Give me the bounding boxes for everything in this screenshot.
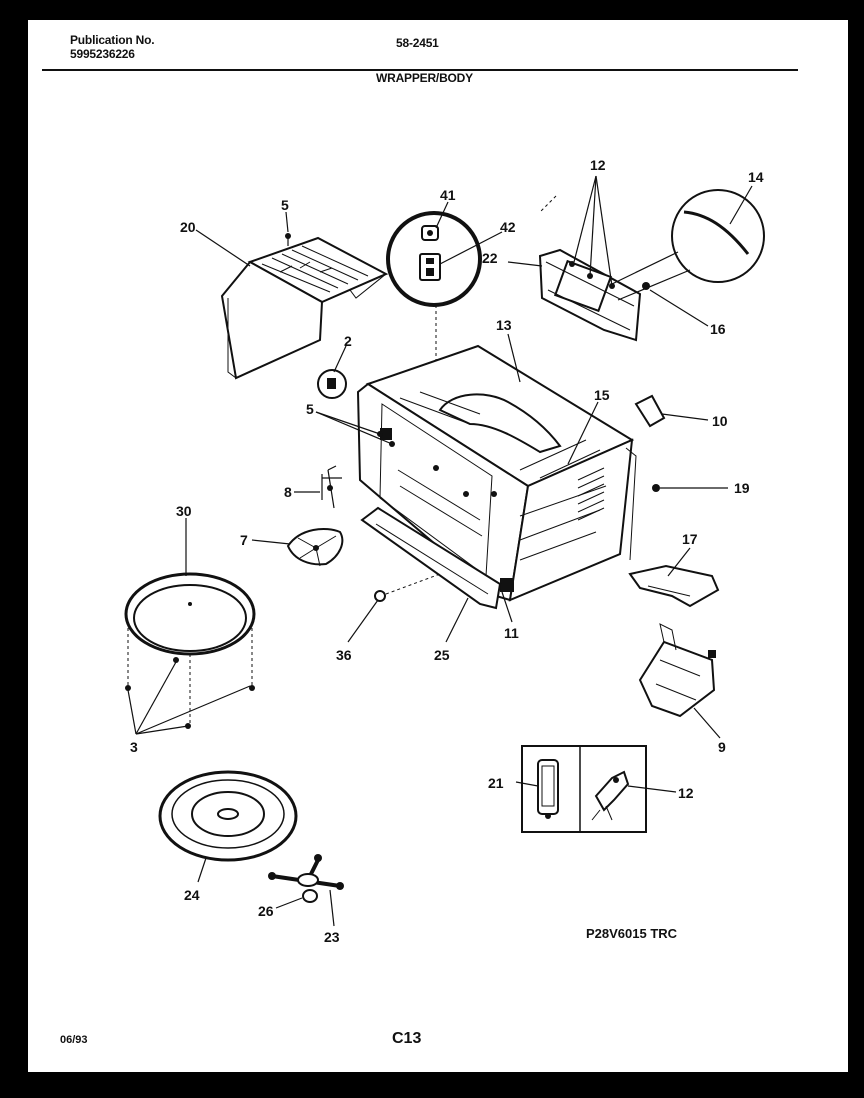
label-19: 19 bbox=[734, 480, 750, 496]
turntable-tray bbox=[158, 770, 298, 862]
label-23: 23 bbox=[324, 929, 340, 945]
label-2: 2 bbox=[344, 333, 352, 349]
publication-label: Publication No. bbox=[70, 33, 155, 47]
label-24: 24 bbox=[184, 887, 200, 903]
label-21: 21 bbox=[488, 775, 504, 791]
detail-circle-2 bbox=[317, 369, 347, 399]
label-14: 14 bbox=[748, 169, 764, 185]
label-5-front: 5 bbox=[306, 401, 314, 417]
duct-9 bbox=[638, 623, 716, 718]
label-3: 3 bbox=[130, 739, 138, 755]
top-cover-panel bbox=[220, 236, 389, 380]
label-41: 41 bbox=[440, 187, 456, 203]
switch-bracket bbox=[538, 195, 642, 342]
roller-ring bbox=[124, 572, 256, 729]
detail-circle-14 bbox=[611, 189, 765, 301]
label-10: 10 bbox=[712, 413, 728, 429]
detail-circle-41-42 bbox=[386, 211, 482, 460]
label-22: 22 bbox=[482, 250, 498, 266]
label-13: 13 bbox=[496, 317, 512, 333]
fan-blade bbox=[286, 528, 344, 567]
label-26: 26 bbox=[258, 903, 274, 919]
model-number: 58-2451 bbox=[396, 36, 439, 50]
label-12-inset: 12 bbox=[678, 785, 694, 801]
part-number-labels: 20 5 2 5 8 7 30 3 41 42 22 13 12 14 16 1… bbox=[130, 157, 764, 945]
coupler-26 bbox=[302, 889, 318, 903]
leader-lines bbox=[127, 175, 753, 927]
duct-17 bbox=[628, 564, 720, 608]
oven-cavity-body bbox=[356, 344, 637, 602]
label-11: 11 bbox=[504, 625, 519, 641]
footer-page-number: C13 bbox=[392, 1030, 422, 1047]
label-17: 17 bbox=[682, 531, 698, 547]
inset-box bbox=[521, 745, 647, 833]
footer-date: 06/93 bbox=[60, 1034, 88, 1046]
roller-support bbox=[268, 854, 344, 890]
label-36: 36 bbox=[336, 647, 352, 663]
bracket-10 bbox=[634, 394, 666, 428]
label-7: 7 bbox=[240, 532, 248, 548]
label-25: 25 bbox=[434, 647, 450, 663]
bottom-plate bbox=[360, 506, 502, 610]
bracket-8 bbox=[321, 465, 342, 509]
header-rule bbox=[42, 69, 798, 71]
screw-top bbox=[285, 233, 291, 246]
label-15: 15 bbox=[594, 387, 610, 403]
label-12-top: 12 bbox=[590, 157, 606, 173]
label-42: 42 bbox=[500, 219, 516, 235]
label-20: 20 bbox=[180, 219, 196, 235]
label-8: 8 bbox=[284, 484, 292, 500]
screw-19 bbox=[652, 484, 660, 492]
screw-16 bbox=[642, 282, 650, 290]
drawing-reference: P28V6015 TRC bbox=[586, 926, 678, 941]
label-16: 16 bbox=[710, 321, 726, 337]
section-title: WRAPPER/BODY bbox=[376, 71, 473, 85]
ring-36 bbox=[374, 573, 441, 602]
label-9: 9 bbox=[718, 739, 726, 755]
label-5-top: 5 bbox=[281, 197, 289, 213]
publication-number: 5995236226 bbox=[70, 47, 135, 61]
label-30: 30 bbox=[176, 503, 192, 519]
